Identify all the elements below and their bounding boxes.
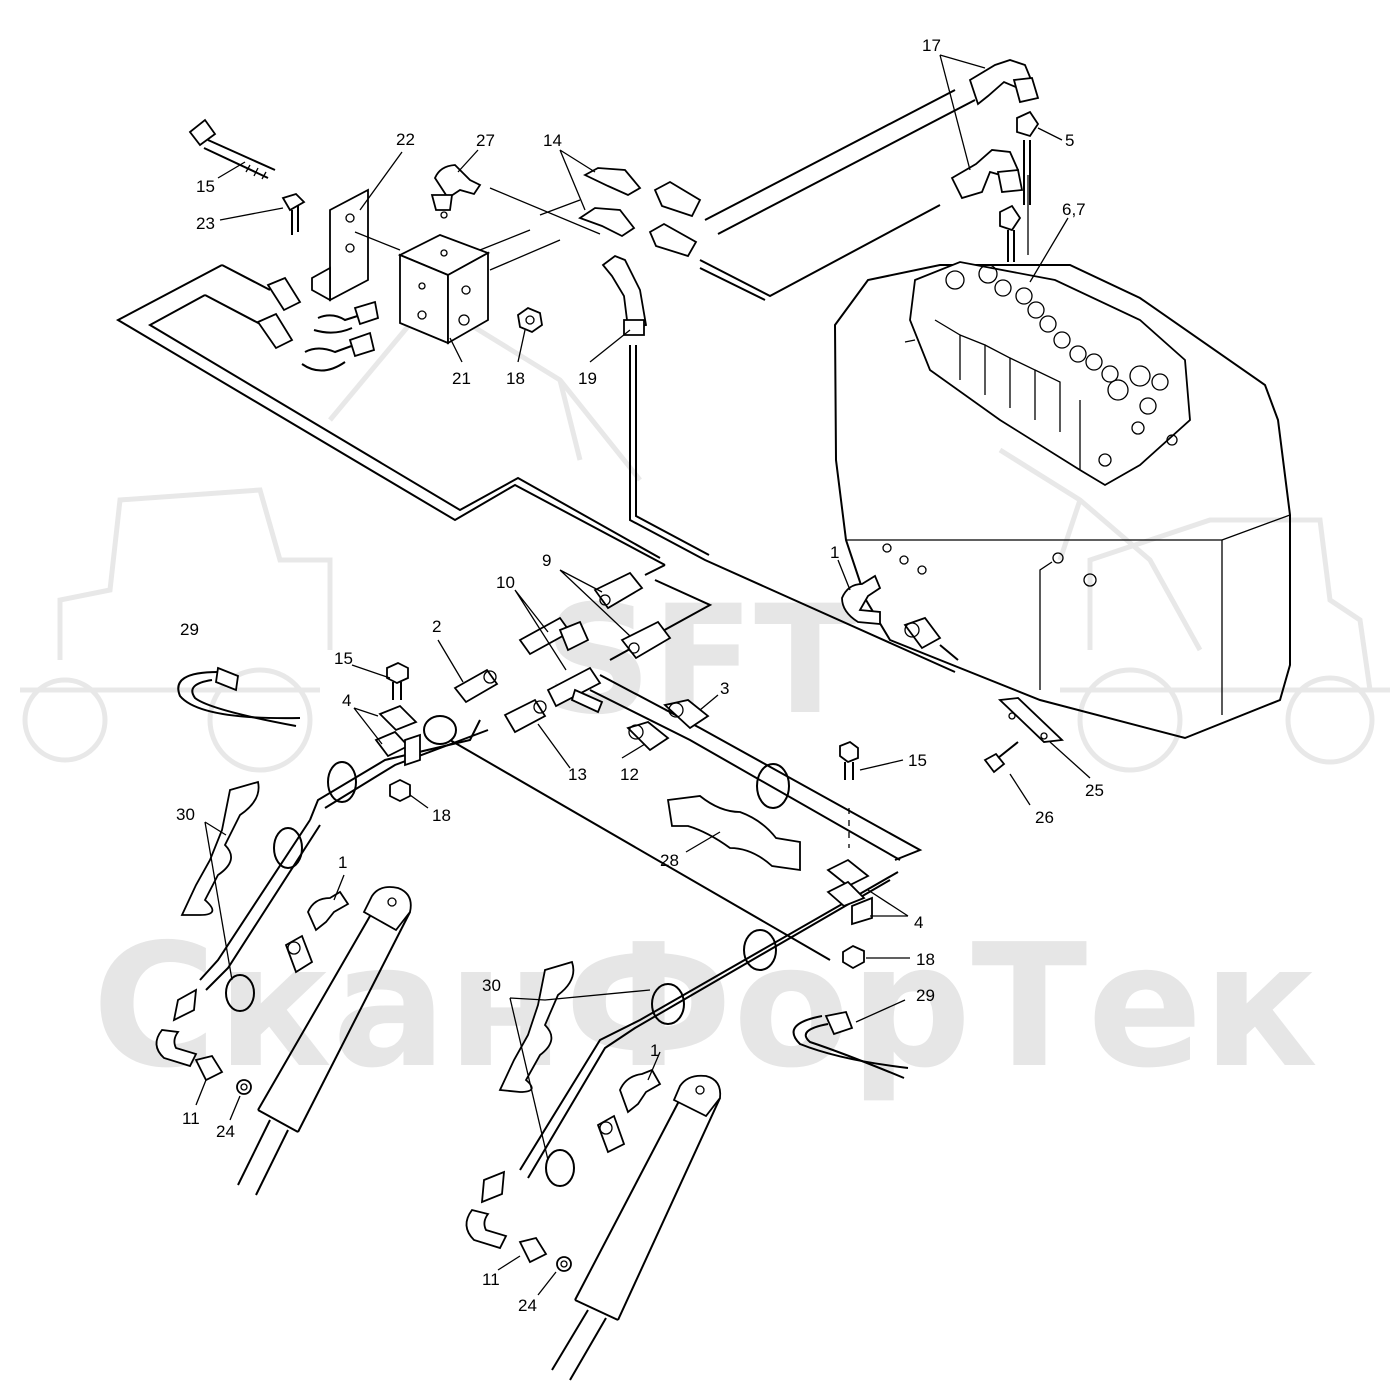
callout-6-7: 6,7 bbox=[1062, 200, 1086, 219]
callout-27: 27 bbox=[476, 131, 495, 150]
elbow-1-tank bbox=[841, 574, 959, 661]
callout-28: 28 bbox=[660, 851, 679, 870]
fitting-2 bbox=[453, 668, 499, 704]
callout-23: 23 bbox=[196, 214, 215, 233]
spiral-guard-30-left bbox=[180, 780, 260, 916]
callout-15-right: 15 bbox=[908, 751, 927, 770]
plate-25 bbox=[997, 561, 1065, 743]
callout-18-right: 18 bbox=[916, 950, 935, 969]
watermark-excavator-icon bbox=[328, 296, 1203, 652]
bolt-23 bbox=[281, 192, 306, 235]
callout-4-right: 4 bbox=[914, 913, 923, 932]
fitting-12 bbox=[626, 721, 670, 752]
callout-3: 3 bbox=[720, 679, 729, 698]
cylinder-right bbox=[551, 1074, 722, 1381]
elbow-27 bbox=[430, 164, 482, 219]
callout-19: 19 bbox=[578, 369, 597, 388]
callout-21: 21 bbox=[452, 369, 471, 388]
callout-24-right: 24 bbox=[518, 1296, 537, 1315]
rings bbox=[225, 715, 790, 1187]
fittings-9 bbox=[593, 571, 672, 660]
callout-14: 14 bbox=[543, 131, 562, 150]
fitting-5 bbox=[999, 110, 1040, 232]
spiral-guard-28 bbox=[666, 795, 801, 872]
bracket-22 bbox=[311, 188, 401, 302]
leader-lines bbox=[195, 54, 1091, 1296]
control-valve-block bbox=[904, 261, 1191, 487]
callout-2: 2 bbox=[432, 617, 441, 636]
strap-29-right bbox=[792, 1010, 909, 1079]
callout-17: 17 bbox=[922, 36, 941, 55]
bolt-15-top bbox=[188, 118, 276, 180]
callout-1-left: 1 bbox=[338, 853, 347, 872]
nut-18-top bbox=[517, 306, 543, 334]
clamp-4-left bbox=[374, 704, 421, 767]
callout-1-right: 1 bbox=[650, 1041, 659, 1060]
callout-25: 25 bbox=[1085, 781, 1104, 800]
nut-18-right bbox=[842, 944, 865, 970]
spiral-guard-30-right bbox=[498, 960, 575, 1093]
callout-24-left: 24 bbox=[216, 1122, 235, 1141]
callout-30-left: 30 bbox=[176, 805, 195, 824]
elbow-19 bbox=[601, 254, 648, 336]
callout-4-left: 4 bbox=[342, 691, 351, 710]
fitting-13 bbox=[503, 698, 547, 734]
hose-end-right bbox=[465, 1170, 572, 1272]
callout-labels: 17 5 6,7 22 27 14 15 23 21 18 19 9 10 1 … bbox=[176, 36, 1104, 1315]
watermark-tractor-right-icon bbox=[1060, 517, 1390, 773]
callout-5: 5 bbox=[1065, 131, 1074, 150]
callout-18-mid: 18 bbox=[432, 806, 451, 825]
callout-29-left: 29 bbox=[180, 620, 199, 639]
watermark-tractor-left-icon bbox=[20, 487, 333, 773]
manifold-block-21 bbox=[397, 234, 491, 345]
callout-29-right: 29 bbox=[916, 986, 935, 1005]
bolt-15-mid bbox=[386, 662, 409, 700]
callout-22: 22 bbox=[396, 130, 415, 149]
strap-29-left bbox=[177, 666, 301, 727]
adapters-14 bbox=[578, 167, 702, 258]
elbow-1-right bbox=[596, 1068, 662, 1154]
bolt-15-right bbox=[839, 740, 859, 848]
callout-10: 10 bbox=[496, 573, 515, 592]
hose-end-left bbox=[155, 988, 252, 1095]
hydraulic-tank bbox=[833, 264, 1291, 740]
callout-11-right: 11 bbox=[482, 1270, 500, 1289]
callout-15-mid: 15 bbox=[334, 649, 353, 668]
middle-hose-runs bbox=[199, 674, 923, 1179]
hose-ends-17 bbox=[950, 59, 1040, 200]
callout-1-tank: 1 bbox=[830, 543, 839, 562]
callout-15-top: 15 bbox=[196, 177, 215, 196]
cylinder-left bbox=[237, 886, 412, 1196]
clamp-4-right bbox=[826, 858, 873, 926]
fitting-3 bbox=[663, 699, 710, 730]
callout-9: 9 bbox=[542, 551, 551, 570]
elbow-1-left bbox=[284, 890, 350, 974]
callout-13: 13 bbox=[568, 765, 587, 784]
bolt-26 bbox=[983, 741, 1019, 774]
nut-18-mid bbox=[389, 778, 411, 803]
callout-18-top: 18 bbox=[506, 369, 525, 388]
callout-11-left: 11 bbox=[182, 1109, 200, 1128]
callout-30-right: 30 bbox=[482, 976, 501, 995]
callout-12: 12 bbox=[620, 765, 639, 784]
elbow-fittings-block bbox=[256, 276, 380, 372]
callout-26: 26 bbox=[1035, 808, 1054, 827]
